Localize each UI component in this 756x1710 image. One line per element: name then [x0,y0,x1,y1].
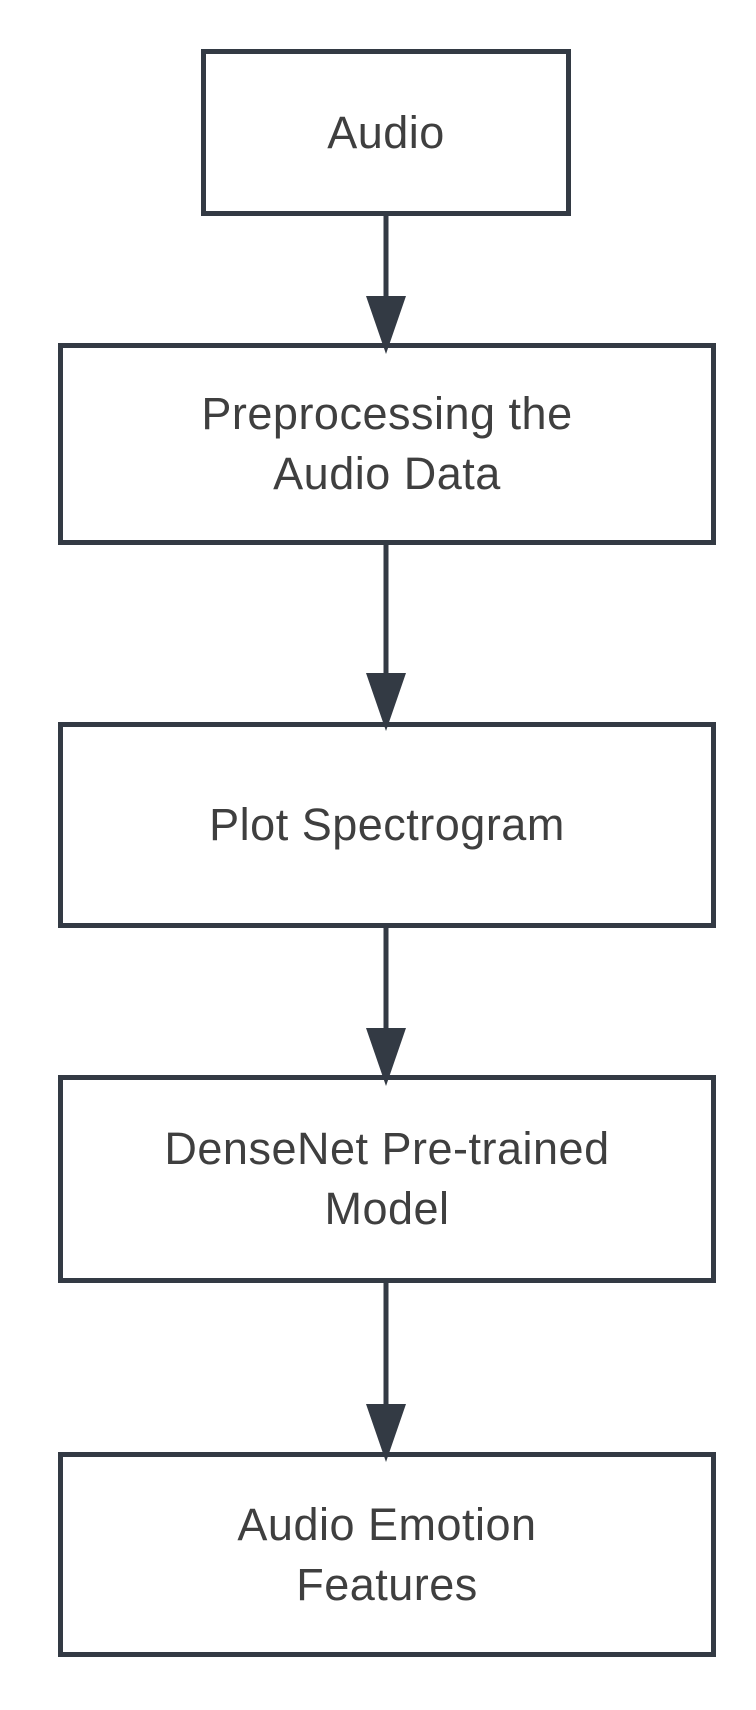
arrow-stem [383,214,389,298]
arrow-down-icon [366,214,406,354]
node-emotion-features: Audio Emotion Features [58,1452,716,1657]
arrowhead-icon [366,1028,406,1086]
arrow-stem [383,926,389,1030]
node-preprocessing: Preprocessing the Audio Data [58,343,716,545]
node-emotion-features-label: Audio Emotion Features [237,1498,537,1610]
arrow-stem [383,1281,389,1406]
arrow-stem [383,543,389,675]
arrow-down-icon [366,926,406,1086]
arrow-down-icon [366,543,406,731]
node-plot-spectrogram: Plot Spectrogram [58,722,716,928]
node-audio-label: Audio [327,106,445,158]
arrowhead-icon [366,1404,406,1462]
arrowhead-icon [366,673,406,731]
arrowhead-icon [366,296,406,354]
arrow-down-icon [366,1281,406,1462]
node-densenet-model-label: DenseNet Pre-trained Model [164,1123,610,1234]
node-audio: Audio [201,49,571,216]
node-plot-spectrogram-label: Plot Spectrogram [209,799,565,851]
node-preprocessing-label: Preprocessing the Audio Data [201,388,573,499]
node-densenet-model: DenseNet Pre-trained Model [58,1075,716,1283]
